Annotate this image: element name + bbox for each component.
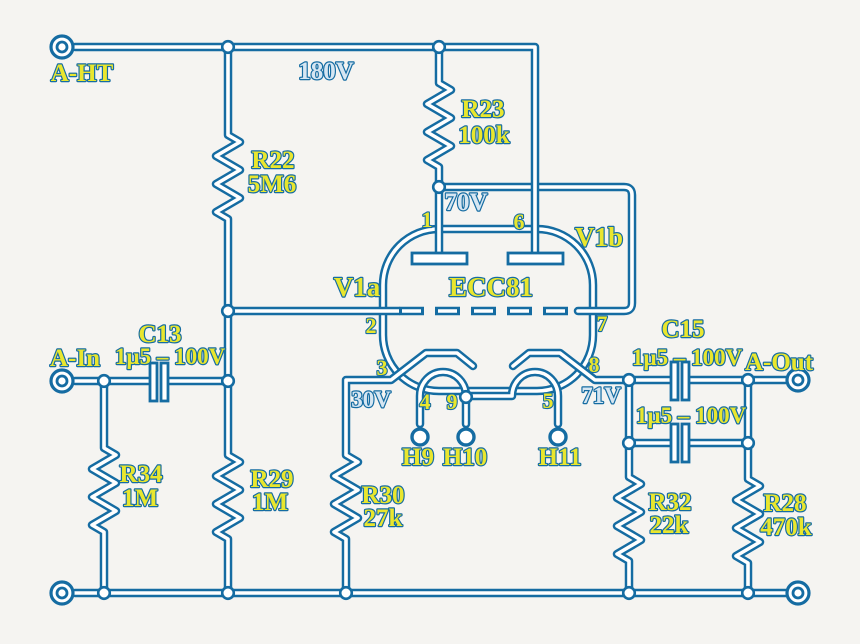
a-ht-terminal: [49, 34, 75, 60]
r29-value: 1M: [252, 489, 288, 516]
resistor-r34: [92, 381, 116, 593]
ground-terminal-right: [785, 580, 811, 606]
r23-value: 100k: [458, 122, 510, 149]
a-in-label: A-In: [50, 345, 100, 372]
h11-terminal: [548, 427, 568, 447]
v1b-label: V1b: [575, 222, 623, 252]
cathode-b-cap-value: 1µ5 – 100V: [636, 403, 747, 428]
pin-3-label: 3: [377, 355, 388, 380]
a-out-label: A-Out: [745, 349, 814, 376]
a-ht-label: A-HT: [51, 60, 114, 87]
c15-value: 1µ5 – 100V: [632, 345, 743, 370]
wire-grid-net: [228, 187, 632, 311]
r29-ref: R29: [250, 466, 293, 493]
tube-type-label: ECC81: [449, 272, 533, 302]
v1a-label: V1a: [334, 272, 381, 302]
pin-6-label: 6: [514, 209, 525, 234]
v1a-anode-voltage: 70V: [444, 189, 487, 216]
pin-8-label: 8: [589, 352, 600, 377]
r34-value: 1M: [122, 485, 158, 512]
v1b-cathode-voltage: 71V: [581, 383, 621, 408]
v1a-cathode-voltage: 30V: [351, 387, 391, 412]
c13-ref: C13: [138, 321, 181, 348]
capacitor-c13-plates: [148, 361, 170, 403]
r30-value: 27k: [364, 505, 403, 532]
r28-value: 470k: [760, 514, 812, 541]
pin-1-label: 1: [422, 207, 433, 232]
anode-plate-v1a: [410, 251, 469, 266]
pin-5-label: 5: [543, 388, 554, 413]
a-in-terminal: [49, 368, 75, 394]
h9-terminal: [410, 427, 430, 447]
capacitor-cathode-b-plates: [669, 422, 691, 464]
heater-filaments: [420, 372, 558, 424]
h9-label: H9: [402, 444, 434, 471]
pin-2-label: 2: [366, 313, 377, 338]
anode-plate-v1b: [506, 251, 565, 266]
pin-7-label: 7: [597, 311, 608, 336]
r32-value: 22k: [650, 512, 689, 539]
r32-ref: R32: [648, 489, 691, 516]
h10-label: H10: [443, 444, 487, 471]
r22-value: 5M6: [248, 171, 297, 198]
r22-ref: R22: [251, 147, 294, 174]
supply-voltage-label: 180V: [298, 58, 354, 85]
h11-label: H11: [538, 444, 581, 471]
pin-4-label: 4: [420, 389, 431, 414]
pin-9-label: 9: [447, 389, 458, 414]
c15-ref: C15: [661, 316, 704, 343]
resistor-r22-r29-column: [216, 47, 240, 593]
ground-terminal-left: [49, 580, 75, 606]
r30-ref: R30: [361, 482, 404, 509]
r23-ref: R23: [461, 96, 504, 123]
a-out-terminal: [785, 367, 811, 393]
r28-ref: R28: [763, 490, 806, 517]
capacitor-c15-plates: [669, 360, 691, 402]
c13-value: 1µ5 – 100V: [115, 344, 226, 369]
r34-ref: R34: [119, 461, 163, 488]
h10-terminal: [456, 427, 476, 447]
junction-dots: [96, 39, 756, 601]
